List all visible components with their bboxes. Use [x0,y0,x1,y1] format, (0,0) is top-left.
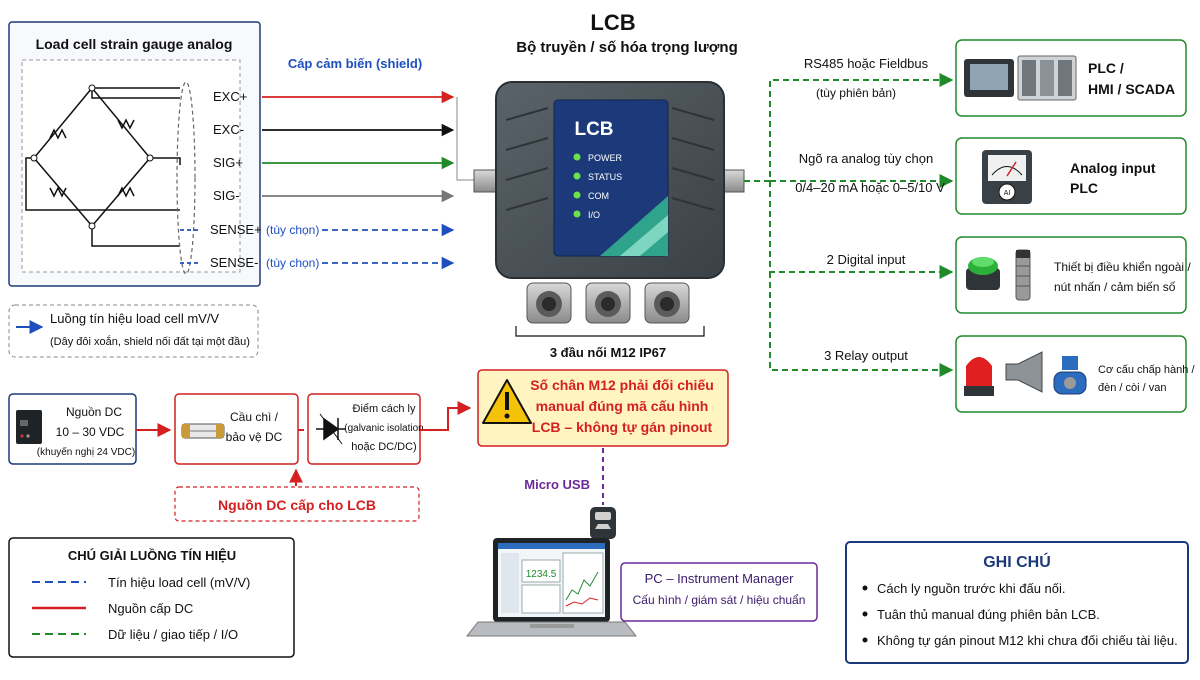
signal-sig-minus: SIG- [213,188,240,203]
warning-box: Số chân M12 phải đối chiếu manual đúng m… [477,369,729,447]
led-power: POWER [588,153,623,163]
analog-meter-icon: AI [982,150,1032,204]
dest-plc-line1: PLC / [1088,60,1124,76]
beacon-light-icon [964,357,994,396]
notes-box: GHI CHÚ Cách ly nguồn trước khi đấu nối.… [845,541,1189,664]
pc-box: PC – Instrument Manager Cấu hình / giám … [620,562,818,622]
isolation-line1: Điểm cách ly [353,403,416,415]
loadcell-title: Load cell strain gauge analog [36,36,233,52]
dest-digital-line1: Thiết bị điều khiển ngoài / [1054,260,1191,274]
fuse-line1: Cầu chì / [230,410,279,424]
output-label-rs485: RS485 hoặc Fieldbus [804,56,929,71]
isolation-line3: hoặc DC/DC) [351,441,416,453]
output-label-digital: 2 Digital input [827,252,906,267]
output-label-rs485-version: (tùy phiên bản) [816,86,896,100]
power-source-line2: 10 – 30 VDC [56,425,125,439]
signal-sense-minus: SENSE- [210,255,258,270]
dest-plc-line2: HMI / SCADA [1088,81,1175,97]
signal-note-box: Luồng tín hiệu load cell mV/V (Dây đôi x… [8,304,259,358]
legend-item-data: Dữ liệu / giao tiếp / I/O [108,627,238,642]
dest-digital-line2: nút nhấn / cảm biến số [1054,280,1176,294]
signal-sense-plus-optional: (tùy chọn) [266,223,319,237]
laptop-icon [465,538,638,637]
legend-title: CHÚ GIẢI LUỒNG TÍN HIỆU [68,548,236,563]
supply-label: Nguồn DC cấp cho LCB [218,497,376,513]
power-source-line3: (khuyến nghị 24 VDC) [37,446,135,458]
valve-icon [1053,356,1087,395]
isolation-symbol-icon [316,413,346,445]
led-com: COM [588,191,609,201]
laptop-screen-value: 1234.5 [526,569,557,580]
page-subtitle: Bộ truyền / số hóa trọng lượng [516,39,738,56]
warning-line1: Số chân M12 phải đối chiếu [530,377,714,393]
page-title: LCB [590,10,635,35]
signal-note-line1: Luồng tín hiệu load cell mV/V [50,311,219,326]
svg-text:AI: AI [1004,190,1011,197]
power-supply-icon [16,410,42,444]
dest-analog-line2: PLC [1070,180,1098,196]
output-label-analog: Ngõ ra analog tùy chọn [799,151,933,166]
siren-horn-icon [1005,351,1043,393]
output-box-analog: AI Analog input PLC [955,137,1187,215]
usb-label: Micro USB [524,477,590,492]
pc-line2: Cấu hình / giám sát / hiệu chuẩn [633,593,806,607]
led-io: I/O [588,210,600,220]
isolation-box: Điểm cách ly (galvanic isolation hoặc DC… [307,393,424,465]
note-item-1: Cách ly nguồn trước khi đấu nối. [877,581,1066,596]
output-label-relay: 3 Relay output [824,348,908,363]
output-box-plc: PLC / HMI / SCADA [955,39,1187,117]
device-label: LCB [574,119,613,140]
pushbutton-icon [966,257,1000,290]
power-source-box: Nguồn DC 10 – 30 VDC (khuyến nghị 24 VDC… [8,393,137,465]
fuse-box: Cầu chì / bảo vệ DC [174,393,299,465]
notes-title: GHI CHÚ [983,552,1051,571]
fuse-line2: bảo vệ DC [226,430,283,444]
output-wires [744,73,954,377]
signal-sig-plus: SIG+ [213,155,243,170]
proximity-sensor-icon [1015,249,1031,301]
supply-label-box: Nguồn DC cấp cho LCB [174,486,420,522]
loadcell-panel: Load cell strain gauge analog [8,21,261,287]
warning-line3: LCB – không tự gán pinout [532,419,713,435]
legend-item-signal: Tín hiệu load cell (mV/V) [108,575,250,590]
cable-label: Cáp cảm biến (shield) [288,56,422,71]
dest-analog-line1: Analog input [1070,160,1156,176]
power-source-line1: Nguồn DC [66,405,122,419]
warning-line2: manual đúng mã cấu hình [536,398,709,414]
shield-ellipse [176,81,196,275]
lcb-device: LCB POWER STATUS COM I/O 3 đầu nối M12 I… [473,81,745,360]
usb-icon [590,507,616,545]
output-box-relay: Cơ cấu chấp hành / đèn / còi / van [955,335,1195,413]
warning-triangle-icon [482,379,532,424]
output-label-analog-range: 0/4–20 mA hoặc 0–5/10 V [795,180,945,195]
signal-wires [180,90,478,270]
legend-item-power: Nguồn cấp DC [108,601,193,616]
isolation-line2: (galvanic isolation [344,423,424,434]
signal-sense-minus-optional: (tùy chọn) [266,256,319,270]
dest-relay-line2: đèn / còi / van [1098,382,1167,394]
led-status: STATUS [588,172,622,182]
legend-box: CHÚ GIẢI LUỒNG TÍN HIỆU Tín hiệu load ce… [8,537,295,658]
signal-note-line2: (Dây đôi xoắn, shield nối đất tại một đầ… [50,335,250,348]
hmi-icon [964,55,1077,101]
connector-label: 3 đầu nối M12 IP67 [550,345,666,360]
m12-connectors [526,282,690,324]
dest-relay-line1: Cơ cấu chấp hành / [1098,364,1195,376]
signal-sense-plus: SENSE+ [210,222,262,237]
note-item-3: Không tự gán pinout M12 khi chưa đối chi… [877,633,1178,648]
wheatstone-bridge-icon [25,86,181,247]
pc-line1: PC – Instrument Manager [645,571,795,586]
output-box-digital: Thiết bị điều khiển ngoài / nút nhấn / c… [955,236,1191,314]
signal-exc-plus: EXC+ [213,89,247,104]
note-item-2: Tuân thủ manual đúng phiên bản LCB. [877,607,1100,622]
fuse-icon [181,423,225,439]
signal-exc-minus: EXC- [213,122,244,137]
